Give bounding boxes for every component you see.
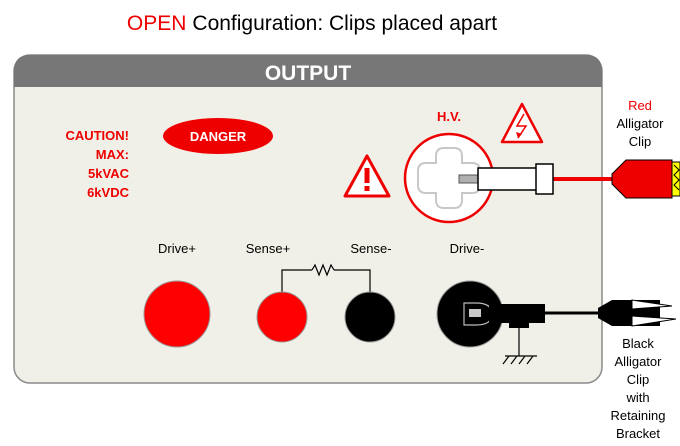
terminal-labels: Drive+ Sense+ Sense- Drive- <box>158 241 484 256</box>
red-clip-label: Red Alligator Clip <box>617 98 665 149</box>
black-clip-label: Black Alligator Clip with Retaining Brac… <box>611 336 666 441</box>
red-alligator-clip <box>611 159 680 199</box>
terminal-label-drive-plus: Drive+ <box>158 241 196 256</box>
terminal-drive-plus <box>143 280 211 348</box>
warning-triangle-icon <box>343 154 391 198</box>
caution-line: 6kVDC <box>87 185 130 200</box>
hv-label: H.V. <box>437 109 461 124</box>
black-clip-label-line: with <box>625 390 649 405</box>
terminal-label-drive-minus: Drive- <box>450 241 485 256</box>
terminal-sense-minus <box>344 291 396 343</box>
black-clip-label-line: Alligator <box>615 354 663 369</box>
sense-resistor-wiring <box>281 263 371 294</box>
caution-line: CAUTION! <box>65 128 129 143</box>
caution-line: MAX: <box>96 147 129 162</box>
red-clip-label-line: Clip <box>629 134 651 149</box>
title-state: OPEN <box>127 12 187 35</box>
ground-symbol-icon <box>502 328 537 365</box>
black-clip-label-line: Clip <box>627 372 649 387</box>
caution-block: CAUTION! MAX: 5kVAC 6kVDC <box>65 128 129 200</box>
red-clip-label-line: Red <box>628 98 652 113</box>
danger-badge: DANGER <box>163 118 273 154</box>
terminal-label-sense-plus: Sense+ <box>246 241 290 256</box>
terminal-label-sense-minus: Sense- <box>350 241 391 256</box>
caution-line: 5kVAC <box>88 166 130 181</box>
title-rest: Configuration: Clips placed apart <box>192 12 497 35</box>
panel-header-bar <box>14 55 602 87</box>
panel-face <box>13 54 603 384</box>
high-voltage-icon <box>500 102 544 144</box>
black-clip-label-line: Black <box>622 336 654 351</box>
red-clip-label-line: Alligator <box>617 116 665 131</box>
black-clip-bracket <box>463 302 598 328</box>
resistor-symbol-icon <box>311 263 335 277</box>
black-clip-label-line: Bracket <box>616 426 660 441</box>
danger-label: DANGER <box>190 129 247 144</box>
hv-socket <box>403 132 495 224</box>
terminal-sense-plus <box>256 291 308 343</box>
black-clip-label-line: Retaining <box>611 408 666 423</box>
black-alligator-clip <box>598 299 677 327</box>
output-panel: OUTPUT <box>13 54 603 384</box>
red-hv-connector <box>458 163 612 195</box>
panel-header: OUTPUT <box>265 62 352 85</box>
